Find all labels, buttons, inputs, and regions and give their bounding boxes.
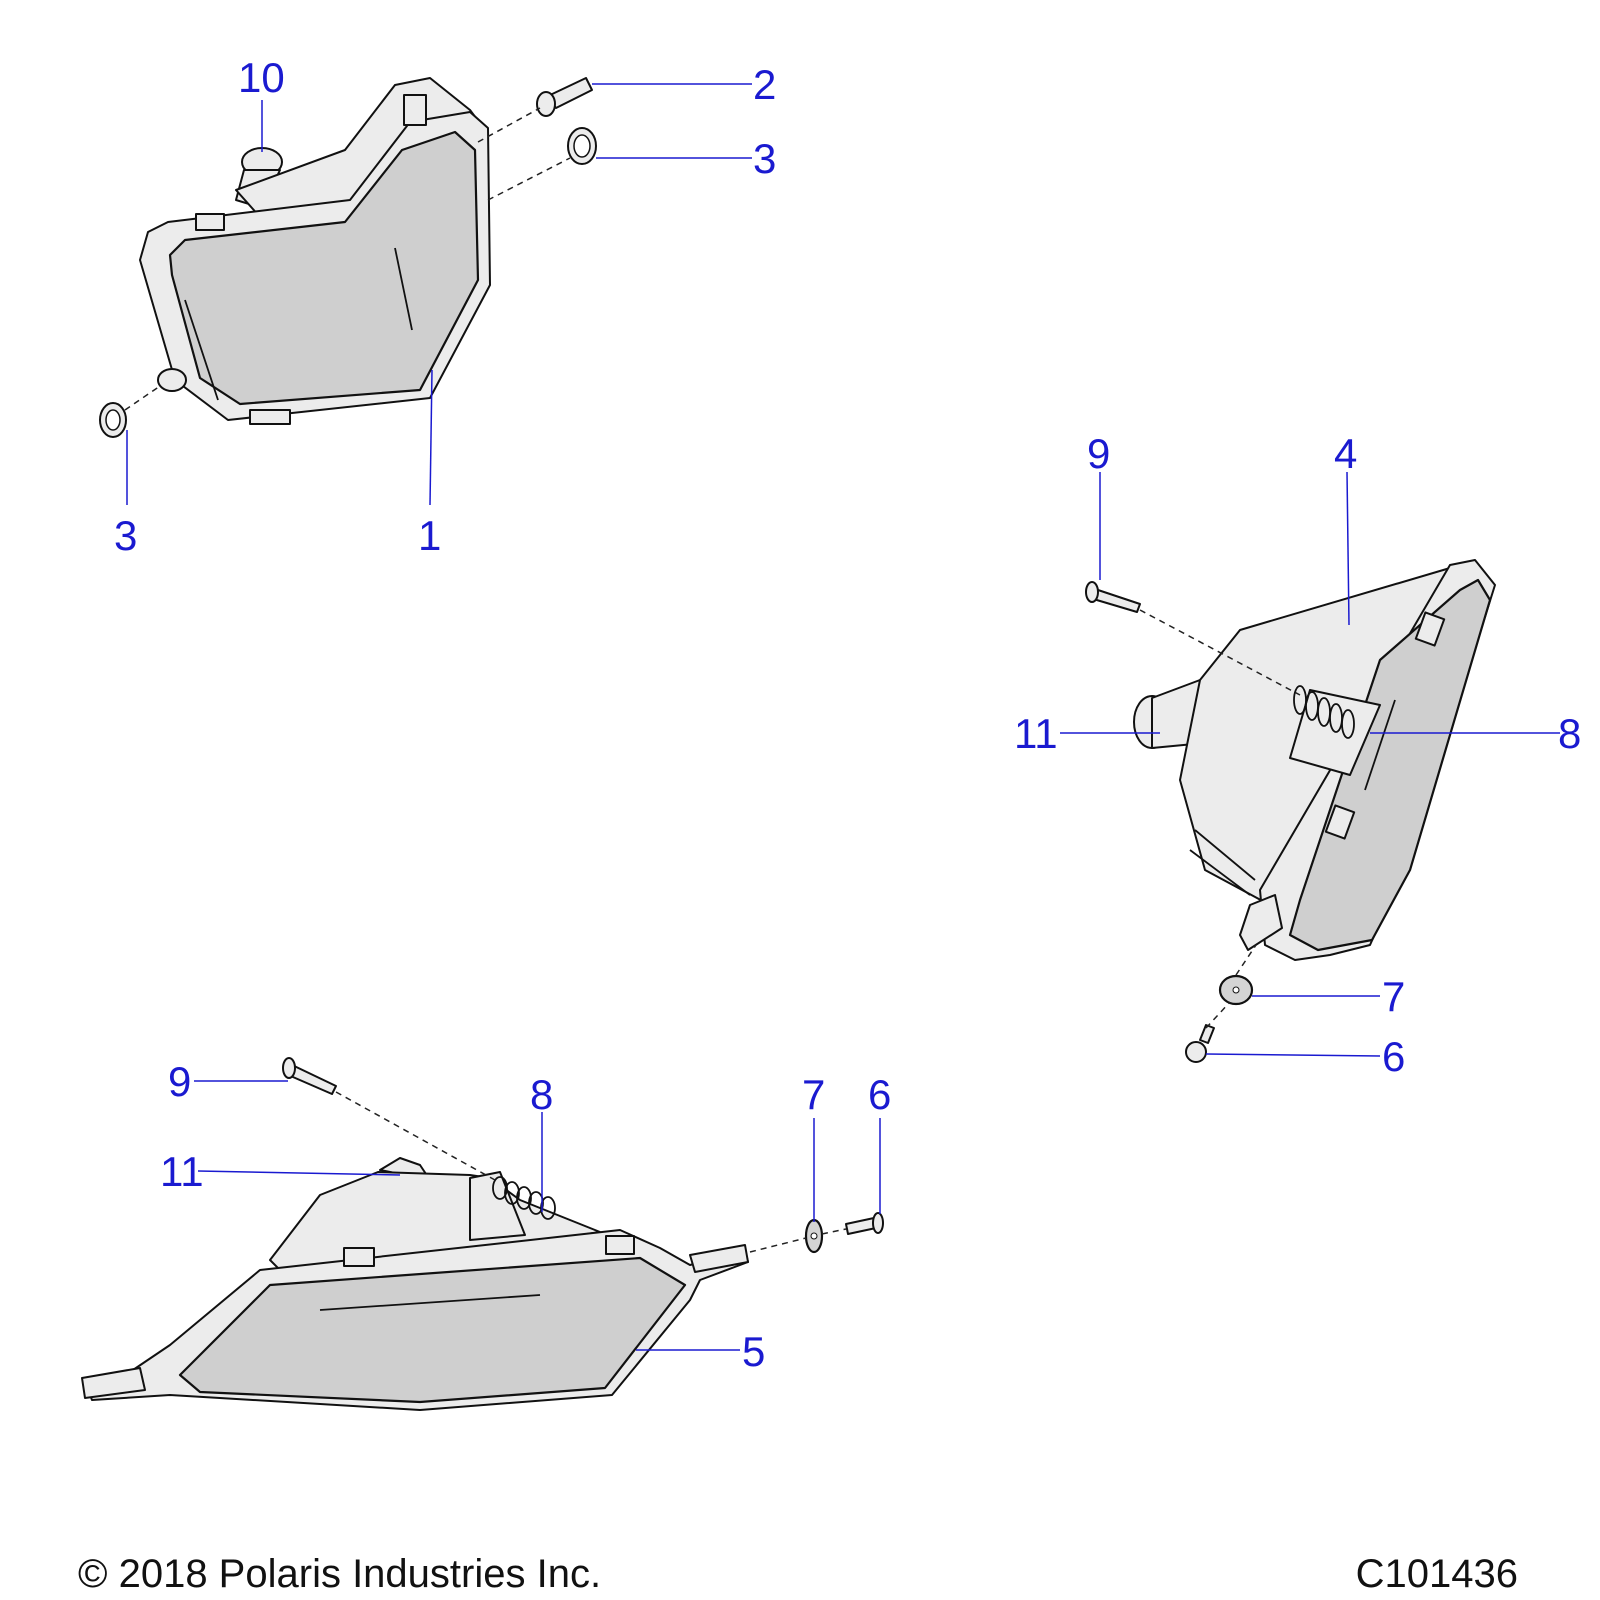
- callout-8-bottom: 8: [530, 1071, 553, 1118]
- callout-4: 4: [1334, 430, 1357, 477]
- headlight-assembly-part-4: [1133, 559, 1496, 961]
- screw-part-6-bottom: [845, 1212, 884, 1235]
- callout-11-bottom: 11: [160, 1148, 204, 1195]
- callout-6-bottom: 6: [868, 1071, 891, 1118]
- screw-part-6-right: [1185, 1024, 1215, 1063]
- callout-8-right: 8: [1558, 710, 1581, 757]
- leader-6-right: [1205, 1053, 1381, 1057]
- callout-7-right: 7: [1382, 973, 1405, 1020]
- leader-11-bottom: [197, 1170, 401, 1176]
- callout-3-left: 3: [114, 512, 137, 559]
- screw-part-2: [536, 77, 593, 117]
- callout-2: 2: [753, 61, 776, 108]
- screw-part-9-right: [1085, 581, 1141, 613]
- spring-part-8-bottom: [492, 1176, 556, 1220]
- callout-9-bottom: 9: [168, 1058, 191, 1105]
- callout-11-right: 11: [1014, 710, 1058, 757]
- spring-part-8-right: [1293, 685, 1355, 739]
- callout-9-right: 9: [1087, 430, 1110, 477]
- headlight-assembly-part-1: [139, 77, 491, 425]
- drawing-id: C101436: [1355, 1552, 1518, 1596]
- copyright-notice: © 2018 Polaris Industries Inc.: [78, 1552, 602, 1596]
- callout-3-top: 3: [753, 135, 776, 182]
- headlight-assembly-part-5: [81, 1157, 749, 1411]
- callout-10: 10: [238, 54, 285, 101]
- callout-6-right: 6: [1382, 1033, 1405, 1080]
- callout-7-bottom: 7: [802, 1071, 825, 1118]
- leader-1: [429, 369, 433, 506]
- callout-1: 1: [418, 512, 441, 559]
- leader-4: [1346, 471, 1350, 626]
- screw-part-9-bottom: [282, 1057, 337, 1095]
- callout-5: 5: [742, 1328, 765, 1375]
